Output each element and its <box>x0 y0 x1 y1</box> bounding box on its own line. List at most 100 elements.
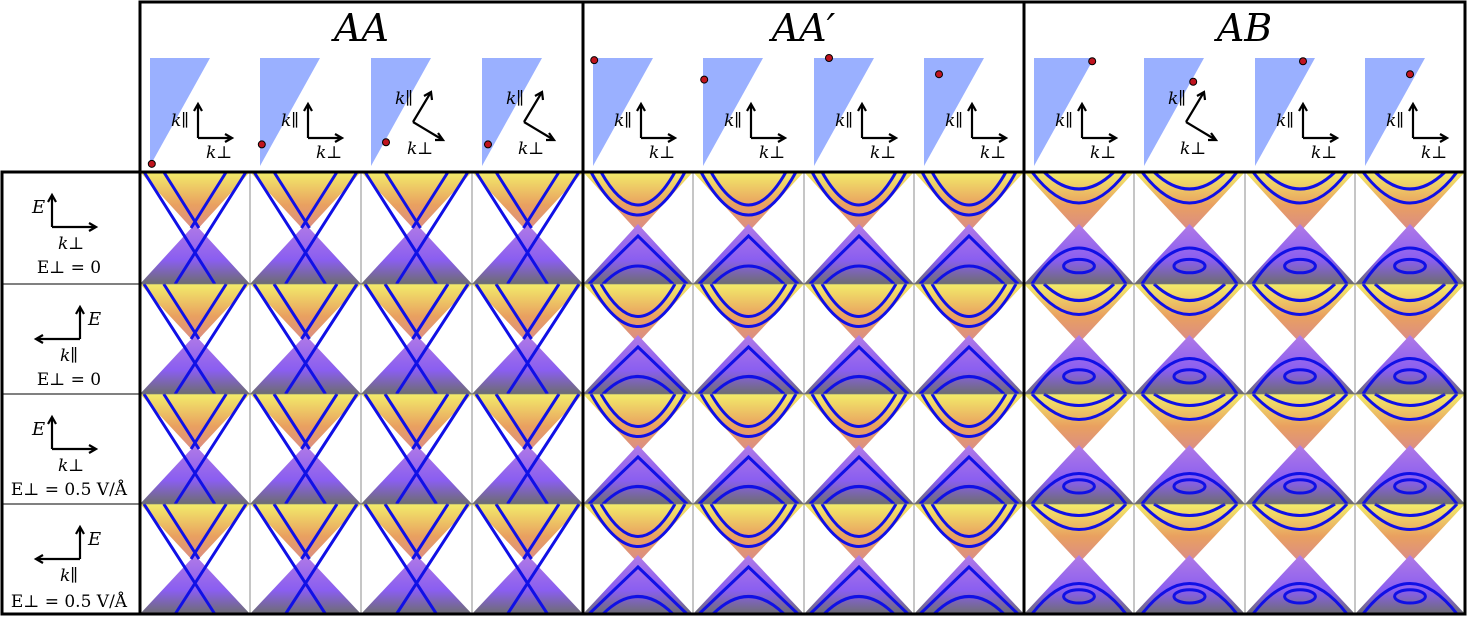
band-panel <box>913 503 1025 616</box>
k-perp-label: k⊥ <box>518 139 544 159</box>
conduction-band-fill <box>472 284 583 343</box>
band-line <box>474 283 581 395</box>
band-line <box>822 375 896 396</box>
bz-inset: k∥k⊥ <box>482 58 557 166</box>
band-line <box>1172 588 1207 605</box>
conduction-band-fill <box>1245 394 1355 453</box>
band-line <box>820 283 898 318</box>
band-line <box>932 264 1006 286</box>
bz-inset: k∥k⊥ <box>814 54 899 166</box>
k-perp-label: k⊥ <box>1090 143 1116 163</box>
k-axis-arrow <box>33 554 80 564</box>
bz-triangle <box>1365 58 1425 166</box>
band-panel <box>1354 170 1466 285</box>
k-point-dot <box>257 140 266 149</box>
band-line <box>810 171 908 217</box>
k-perp-label: k⊥ <box>407 139 433 159</box>
band-line <box>1140 502 1239 531</box>
band-panel <box>471 283 584 395</box>
band-line <box>709 503 788 538</box>
band-line <box>1373 282 1447 302</box>
bz-inset: k∥k⊥ <box>1034 57 1119 166</box>
conduction-band-fill <box>693 284 804 343</box>
band-panel <box>582 171 694 286</box>
conduction-band-fill <box>361 172 472 232</box>
k-par-label: k∥ <box>171 111 189 131</box>
bz-triangle <box>1034 58 1094 166</box>
band-line <box>383 393 450 450</box>
band-line <box>709 283 788 318</box>
band-line <box>383 283 450 340</box>
band-panel <box>1244 170 1356 285</box>
valence-band-fill <box>914 335 1024 394</box>
k-label: k∥ <box>60 346 78 366</box>
conduction-band-fill <box>1024 504 1134 563</box>
energy-axis-arrow <box>75 524 85 559</box>
band-panel <box>360 283 473 395</box>
band-panel <box>139 393 251 505</box>
band-line <box>1283 478 1317 495</box>
band-line <box>1361 582 1459 615</box>
band-line <box>474 171 581 285</box>
band-panel <box>139 171 251 285</box>
band-line <box>252 171 359 285</box>
band-line <box>599 171 677 207</box>
conduction-band-fill <box>250 394 361 453</box>
band-line <box>1172 368 1207 385</box>
band-panel <box>139 503 251 615</box>
band-line <box>1030 392 1128 421</box>
band-line <box>1361 171 1459 205</box>
band-line <box>697 564 800 616</box>
conduction-band-fill <box>693 504 804 563</box>
band-panel <box>803 503 915 616</box>
valence-band-fill <box>1245 335 1355 394</box>
conduction-band-fill <box>583 394 693 453</box>
axis-arrow <box>1185 90 1207 123</box>
band-line <box>1263 170 1337 191</box>
conduction-band-fill <box>140 394 250 453</box>
band-line <box>363 393 470 505</box>
band-line <box>1140 357 1239 395</box>
k-label: k⊥ <box>58 234 84 254</box>
band-line <box>1140 246 1239 285</box>
band-panel <box>249 171 362 285</box>
band-line <box>1251 582 1349 615</box>
band-line <box>1140 392 1239 421</box>
k-perp-label: k⊥ <box>1421 143 1447 163</box>
axis-arrow <box>641 133 678 143</box>
axis-arrow <box>1185 121 1219 142</box>
energy-axis-arrow <box>75 304 85 339</box>
k-perp-label: k⊥ <box>759 143 785 163</box>
axis-arrow <box>412 90 434 123</box>
band-line <box>272 171 339 229</box>
conduction-band-fill <box>1024 394 1134 453</box>
conduction-band-fill <box>472 172 583 232</box>
k-par-label: k∥ <box>1168 89 1186 109</box>
band-line <box>601 375 675 396</box>
band-line <box>494 283 561 340</box>
band-panel <box>471 393 584 505</box>
band-line <box>494 503 561 560</box>
valence-band-fill <box>1024 335 1134 394</box>
band-line <box>918 564 1020 616</box>
band-line <box>1361 283 1459 316</box>
valence-band-fill <box>583 555 693 614</box>
valence-band-fill <box>804 445 914 504</box>
band-line <box>587 344 689 396</box>
energy-label: E <box>87 529 101 550</box>
k-label: k∥ <box>60 566 78 586</box>
band-line <box>589 171 687 217</box>
band-line <box>697 454 800 506</box>
band-panel <box>803 393 915 506</box>
band-line <box>589 503 687 548</box>
band-line <box>1264 392 1336 407</box>
row-2-field-label: E⊥ = 0 <box>36 370 102 390</box>
band-panel <box>1244 502 1356 615</box>
k-point-dot <box>700 75 709 84</box>
conduction-band-fill <box>140 284 250 343</box>
bz-inset: k∥k⊥ <box>924 58 1009 166</box>
band-line <box>1361 502 1459 531</box>
band-line <box>808 233 910 286</box>
conduction-band-fill <box>250 172 361 232</box>
